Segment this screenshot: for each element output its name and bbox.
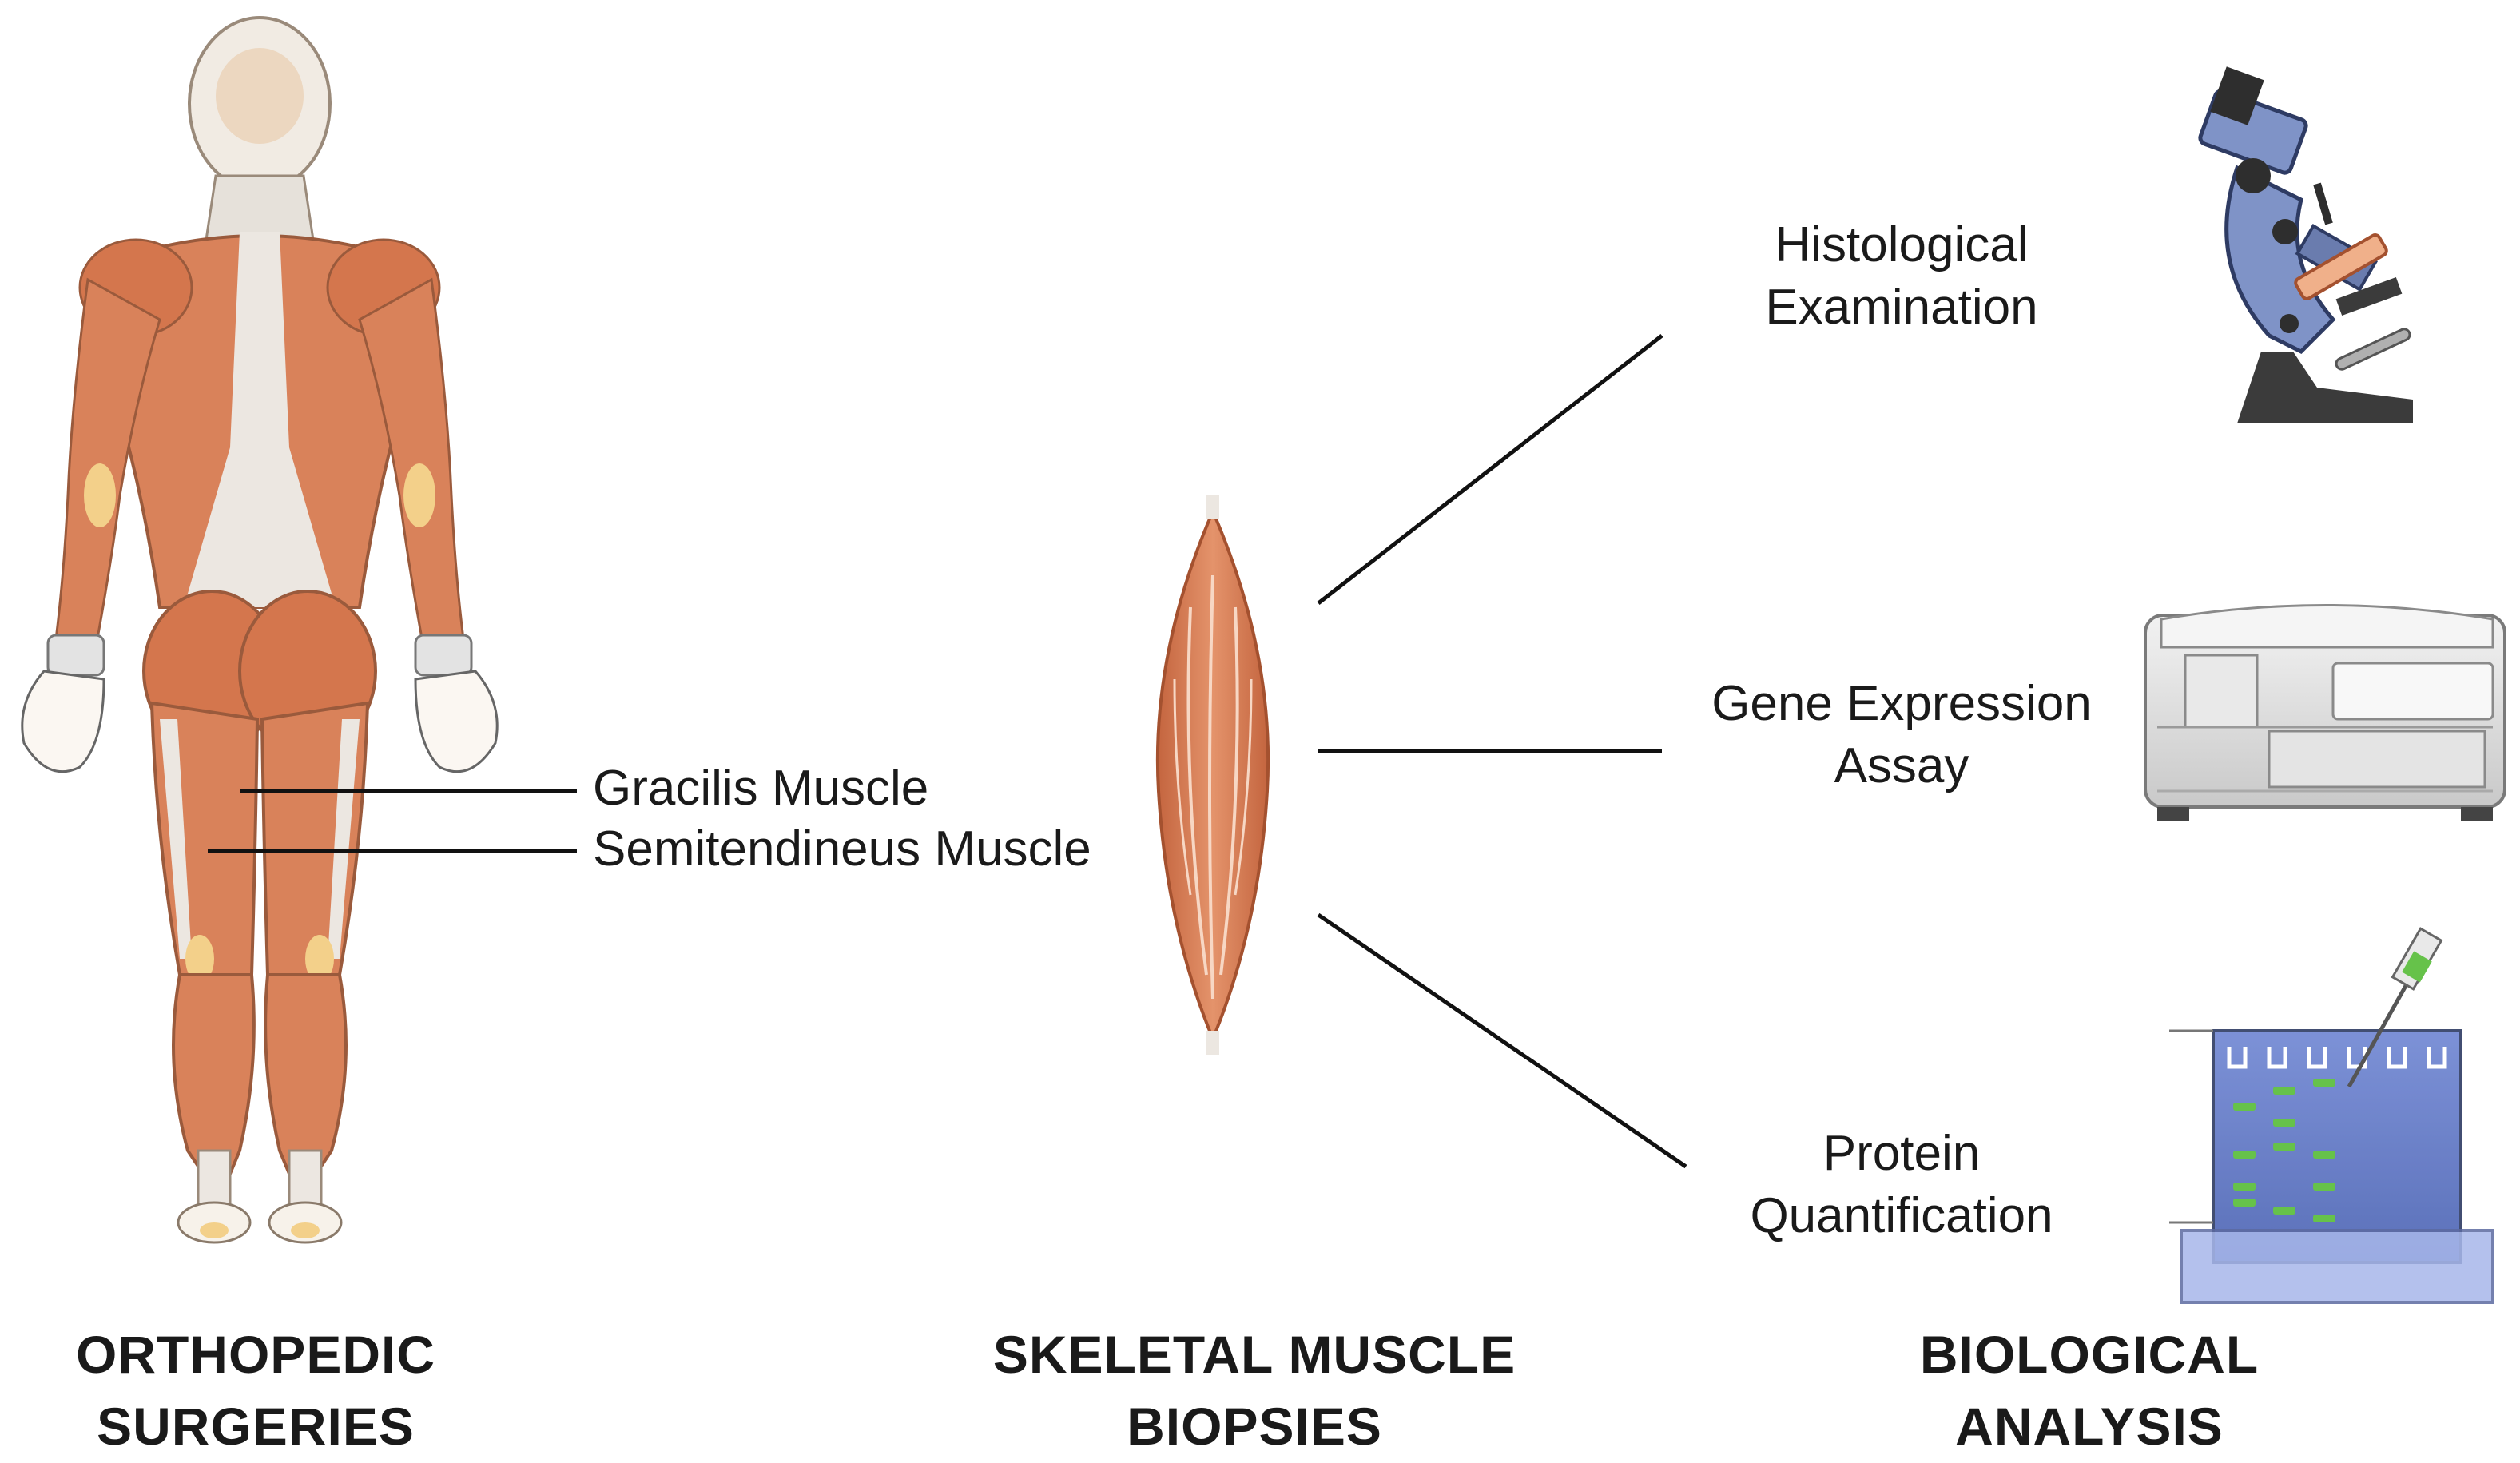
semitendineus-label: Semitendineus Muscle [593, 821, 1091, 877]
skeletal-muscle-icon [1155, 495, 1270, 1055]
ortho-header-line1: ORTHOPEDIC [75, 1325, 436, 1384]
bio-header: BIOLOGICAL ANALYSIS [1838, 1318, 2341, 1462]
human-back-muscles-icon [21, 16, 499, 1244]
protein-label-line1: Protein [1822, 1126, 1981, 1181]
ortho-header-line2: SURGERIES [97, 1397, 415, 1456]
gene-expression-label-line2: Assay [1834, 738, 1969, 793]
histological-label-line1: Histological [1775, 217, 2029, 272]
histological-label: Histological Examination [1718, 214, 2085, 339]
protein-label: Protein Quantification [1702, 1123, 2101, 1247]
connector-histology [1317, 334, 1663, 605]
gene-expression-label-line1: Gene Expression [1711, 676, 2092, 731]
microscope-icon [2198, 66, 2413, 423]
ortho-header: ORTHOPEDIC SURGERIES [16, 1318, 495, 1462]
thermal-cycler-icon [2144, 604, 2506, 821]
bio-header-line1: BIOLOGICAL [1919, 1325, 2260, 1384]
bio-header-line2: ANALYSIS [1955, 1397, 2224, 1456]
skeletal-header-line2: BIOPSIES [1127, 1397, 1382, 1456]
gracilis-label: Gracilis Muscle [593, 761, 929, 816]
skeletal-header-line1: SKELETAL MUSCLE [992, 1325, 1516, 1384]
gel-electrophoresis-icon [2169, 927, 2494, 1304]
histological-label-line2: Examination [1765, 280, 2038, 335]
gene-expression-label: Gene Expression Assay [1662, 673, 2141, 797]
connector-protein [1317, 912, 1687, 1169]
skeletal-header: SKELETAL MUSCLE BIOPSIES [935, 1318, 1574, 1462]
protein-label-line2: Quantification [1750, 1188, 2053, 1243]
